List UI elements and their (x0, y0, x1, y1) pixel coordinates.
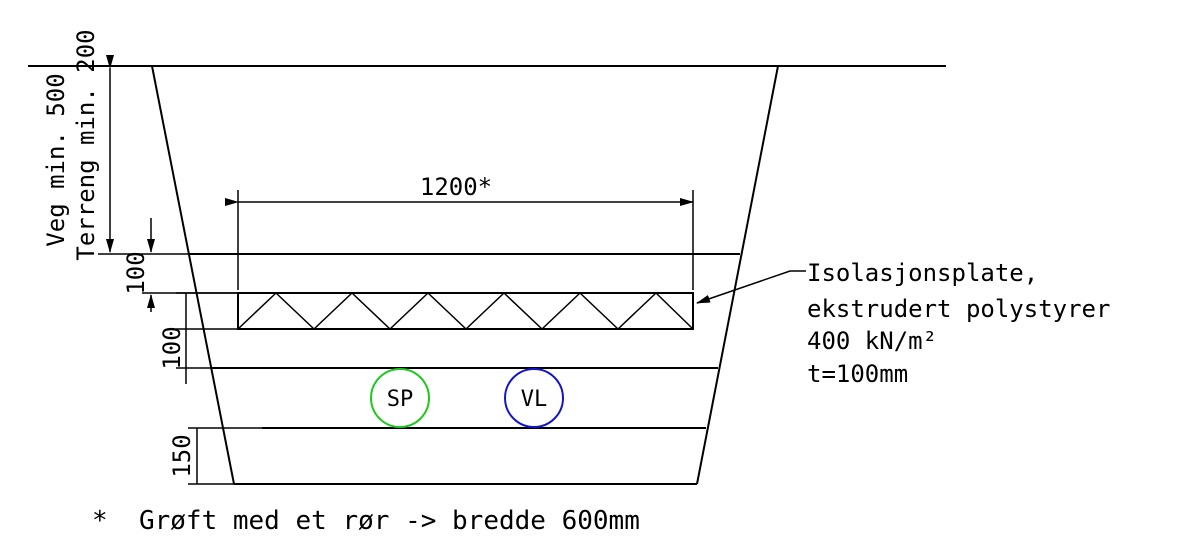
callout-line-2: ekstrudert polystyrer (807, 295, 1110, 323)
terreng-depth-label: Terreng min. 200 (72, 29, 100, 260)
insulation-plate-hatching (237, 291, 694, 331)
plate-dim-label: 100 (158, 326, 186, 369)
top-layer-dim-label: 100 (122, 251, 150, 294)
callout-line-4: t=100mm (807, 360, 908, 388)
veg-depth-label: Veg min. 500 (42, 73, 70, 246)
callout-leader-line (696, 270, 806, 304)
bottom-dim-label: 150 (168, 434, 196, 477)
footnote: * Grøft med et rør -> bredde 600mm (92, 506, 640, 536)
trench-wall-right (696, 65, 779, 485)
pipe-sp-circle (370, 368, 430, 428)
callout-line-1: Isolasjonsplate, (807, 259, 1038, 287)
callout-line-3: 400 kN/m² (807, 327, 937, 355)
pipe-vl-label: VL (521, 387, 548, 412)
pipe-sp-label: SP (387, 387, 414, 412)
width-dimension-label: 1200* (420, 173, 492, 201)
pipe-vl-circle (504, 368, 564, 428)
trench-wall-left (151, 65, 235, 485)
